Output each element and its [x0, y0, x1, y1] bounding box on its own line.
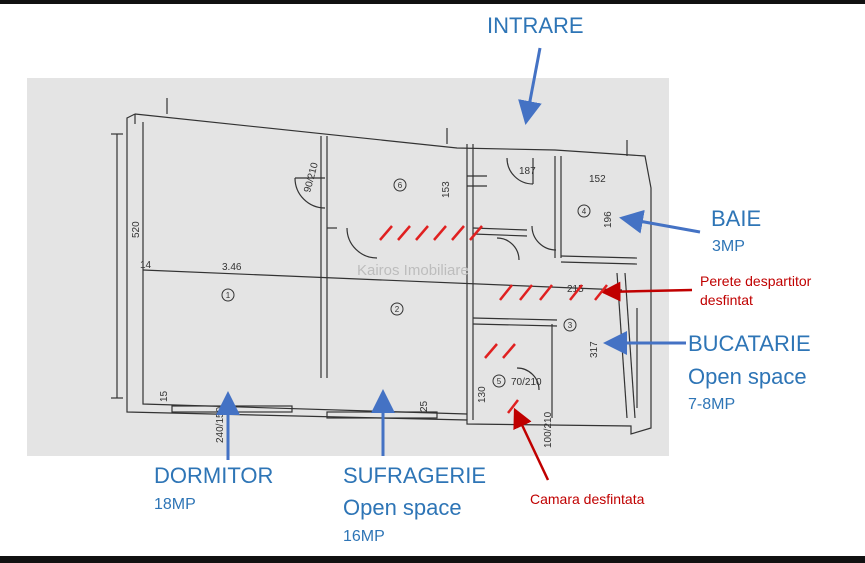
label-camara: Camara desfintata: [530, 491, 645, 507]
top-border: [0, 0, 865, 4]
label-dormitor: DORMITOR: [154, 463, 274, 488]
door-arc-bath: [531, 225, 557, 251]
room-marker-4: [577, 204, 591, 218]
door-arc-living: [294, 177, 326, 209]
door-arc-pantry: [516, 367, 540, 391]
dim-520: 520: [131, 221, 142, 238]
room-number-6: 6: [398, 181, 403, 190]
room-marker-2: [390, 302, 404, 316]
dim-152: 152: [589, 174, 606, 185]
room-number-1: 1: [226, 291, 231, 300]
room-number-3: 3: [568, 321, 573, 330]
door-arc-kitchen: [496, 237, 520, 261]
dim-25: 25: [419, 400, 430, 412]
room-marker-5: [492, 374, 506, 388]
label-dormitor-area: 18MP: [154, 496, 196, 513]
dim-153: 153: [441, 181, 452, 198]
watermark-text: Kairos Imobiliare: [357, 262, 469, 279]
floor-plan: 1 2 3 4 5 6 520 3.46 215 317 152 187 196…: [27, 78, 669, 456]
dim-215: 215: [567, 284, 584, 295]
label-perete: Perete despartitor: [700, 273, 812, 289]
room-number-4: 4: [582, 207, 587, 216]
label-sufragerie: SUFRAGERIE: [343, 463, 487, 488]
arrow-camara: [513, 407, 550, 481]
arrow-intrare: [518, 47, 542, 125]
label-sufragerie-sub: Open space: [343, 495, 462, 520]
dim-130: 130: [477, 386, 488, 403]
dim-14: 14: [140, 260, 152, 271]
room-marker-3: [563, 318, 577, 332]
dim-240-150: 240/150: [215, 406, 226, 443]
door-label-70-210: 70/210: [511, 377, 542, 388]
room-marker-1: [221, 288, 235, 302]
label-perete-line2: desfintat: [700, 292, 753, 308]
outer-wall: [126, 113, 652, 435]
room-number-5: 5: [497, 377, 502, 386]
room-marker-6: [393, 178, 407, 192]
door-arc-entrance: [506, 157, 534, 185]
label-baie-area: 3MP: [712, 238, 745, 255]
arrow-baie: [619, 209, 701, 234]
bottom-border: [0, 556, 865, 563]
label-bucatarie: BUCATARIE: [688, 331, 811, 356]
label-sufragerie-area: 16MP: [343, 528, 385, 545]
arrow-perete: [600, 281, 693, 302]
label-bucatarie-sub: Open space: [688, 364, 807, 389]
hatch-marks: [379, 225, 608, 414]
pantry-wall: [472, 317, 558, 321]
label-baie: BAIE: [711, 206, 762, 231]
dim-100-210: 100/210: [543, 411, 554, 448]
label-bucatarie-area: 7-8MP: [688, 396, 736, 413]
wall-horizontal-dim: [142, 269, 623, 291]
dim-196: 196: [603, 211, 614, 228]
room-number-2: 2: [395, 305, 400, 314]
dim-317: 317: [589, 341, 600, 358]
dim-187: 187: [519, 166, 536, 177]
floor-plan-drawing: 1 2 3 4 5 6 520 3.46 215 317 152 187 196…: [111, 98, 652, 448]
dim-15: 15: [159, 390, 170, 402]
label-intrare: INTRARE: [487, 13, 584, 38]
dim-346: 3.46: [222, 262, 242, 273]
